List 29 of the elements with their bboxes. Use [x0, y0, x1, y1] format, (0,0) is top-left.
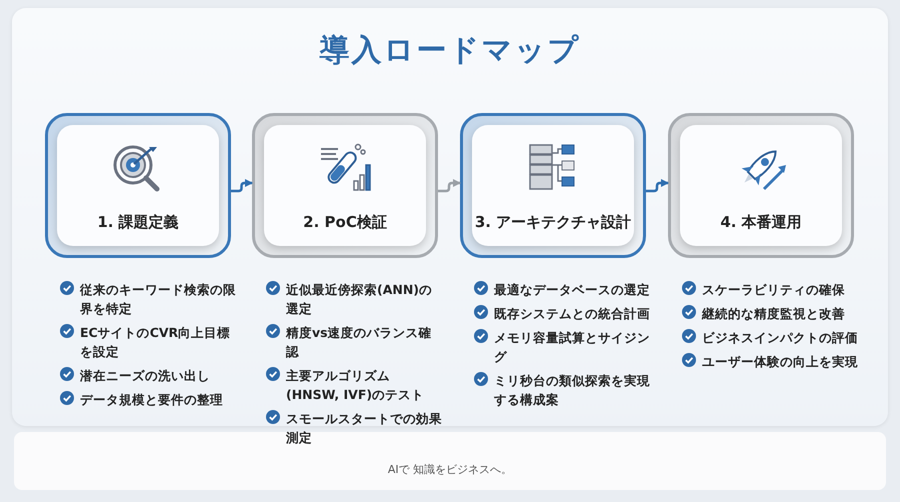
bullet-text: スモールスタートでの効果測定 — [286, 411, 442, 445]
stage-frame — [45, 113, 231, 258]
arrow — [438, 179, 461, 192]
bullet-text: メモリ容量試算とサイジング — [494, 330, 650, 364]
bullet-text: データ規模と要件の整理 — [80, 392, 223, 407]
stage-title: 4. 本番運用 — [719, 213, 803, 232]
bullet-text: 主要アルゴリズム(HNSW, IVF)のテスト — [286, 368, 424, 402]
bullet-text: 継続的な精度監視と改善 — [702, 306, 845, 321]
stage-frame — [460, 113, 646, 258]
bullet-text: 従来のキーワード検索の限界を特定 — [80, 282, 236, 316]
stage-title: 1. 課題定義 — [96, 213, 180, 232]
bullet-text: 最適なデータベースの選定 — [494, 282, 650, 297]
bullet-text: 潜在ニーズの洗い出し — [80, 368, 210, 383]
bullet-text: ユーザー体験の向上を実現 — [702, 354, 858, 369]
bullet-text: ミリ秒台の類似探索を実現する構成案 — [494, 373, 650, 407]
bullet-text: ECサイトのCVR向上目標を設定 — [80, 325, 230, 359]
title: 導入ロードマップ — [318, 32, 582, 70]
bullet-text: スケーラビリティの確保 — [702, 282, 845, 297]
arrow — [231, 179, 253, 192]
bullet-text: 精度vs速度のバランス確認 — [286, 325, 432, 359]
stage-frame — [252, 113, 438, 258]
bullet-text: 近似最近傍探索(ANN)の選定 — [286, 282, 432, 316]
bullet-text: 既存システムとの統合計画 — [494, 306, 650, 321]
tagline: AIで 知識をビジネスへ。 — [386, 462, 514, 477]
stage-title: 3. アーキテクチャ設計 — [474, 213, 632, 232]
stage-frame — [668, 113, 854, 258]
arrow — [646, 179, 669, 192]
bullet-text: ビジネスインパクトの評価 — [702, 330, 858, 345]
stage-title: 2. PoC検証 — [302, 213, 388, 232]
